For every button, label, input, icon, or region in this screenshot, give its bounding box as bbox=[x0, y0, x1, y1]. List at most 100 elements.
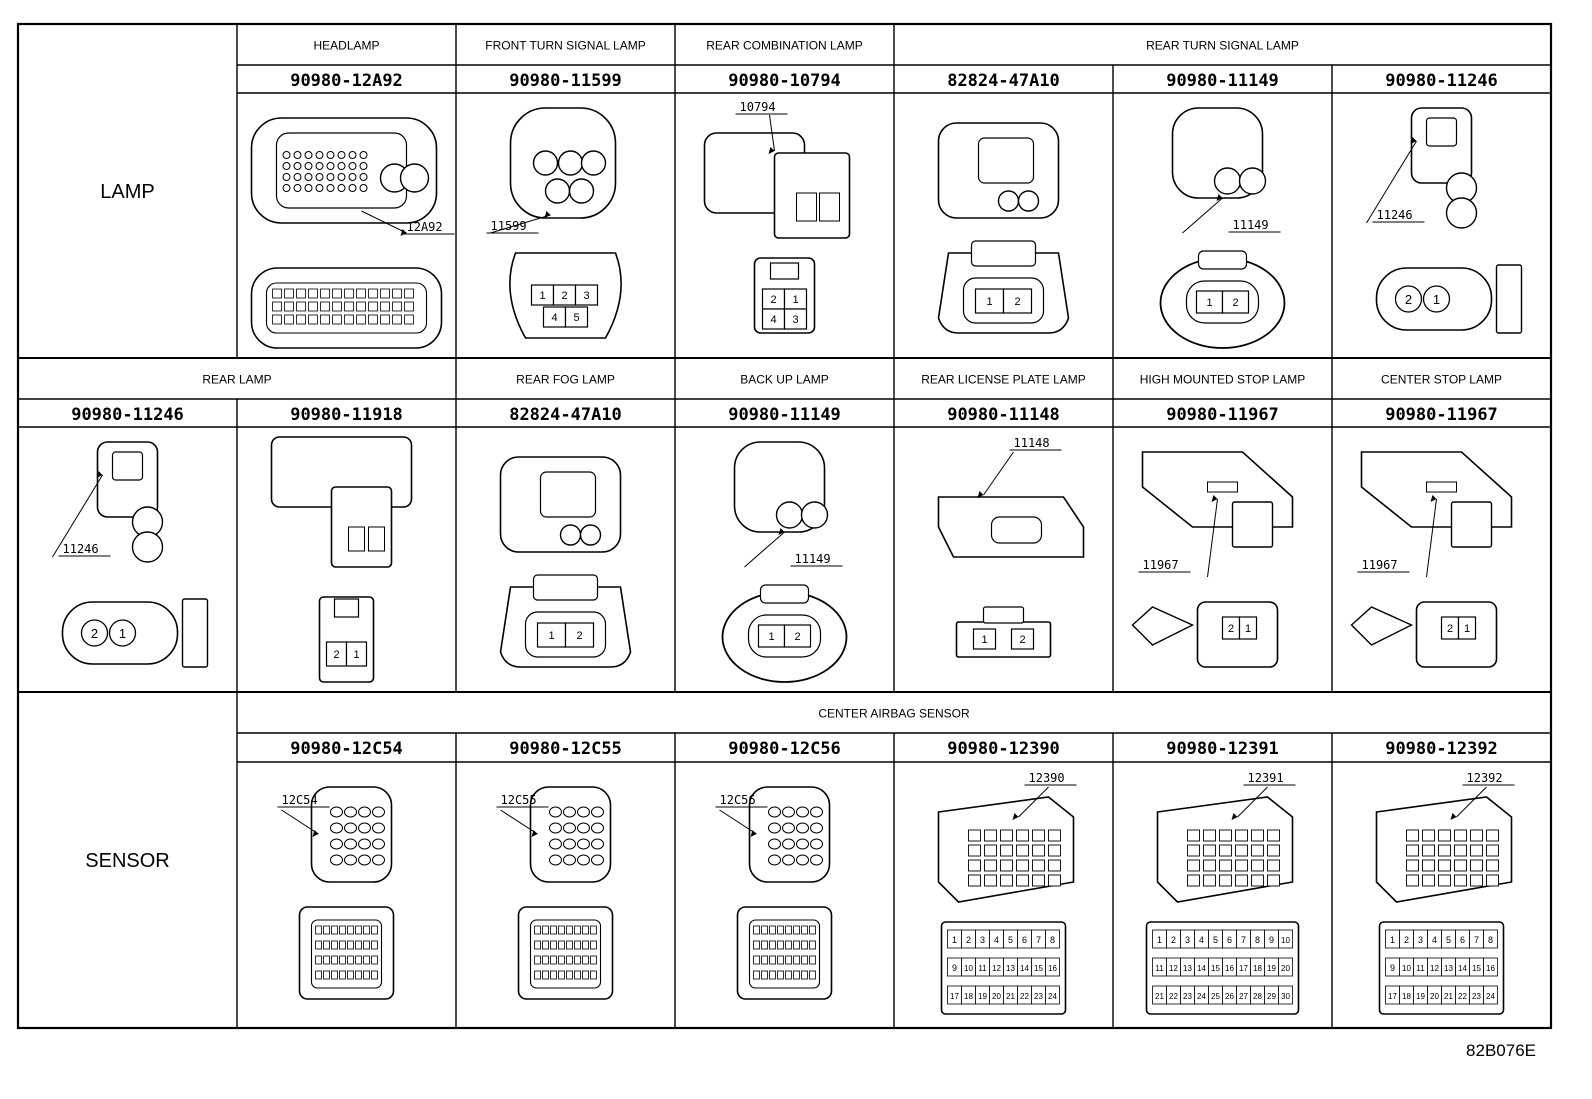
part-number: 82824-47A10 bbox=[509, 405, 622, 425]
pin-number: 1 bbox=[981, 634, 987, 646]
pin-number: 1 bbox=[1433, 292, 1440, 307]
pin-number: 15 bbox=[1472, 964, 1481, 973]
part-number: 90980-11149 bbox=[1166, 71, 1279, 91]
part-number: 90980-11246 bbox=[1385, 71, 1498, 91]
pin-number: 23 bbox=[1183, 992, 1192, 1001]
pin-number: 7 bbox=[1474, 935, 1479, 945]
pin-number: 4 bbox=[770, 314, 776, 326]
pin-number: 1 bbox=[1390, 935, 1395, 945]
pin-number: 13 bbox=[1183, 964, 1192, 973]
pin-number: 1 bbox=[1464, 623, 1470, 635]
part-number: 90980-11149 bbox=[728, 405, 841, 425]
pin-number: 18 bbox=[1402, 992, 1411, 1001]
pin-number: 5 bbox=[1446, 935, 1451, 945]
pin-number: 11 bbox=[1416, 964, 1425, 973]
pin-number: 3 bbox=[1185, 935, 1190, 945]
pin-number: 23 bbox=[1472, 992, 1481, 1001]
pin-number: 29 bbox=[1267, 992, 1276, 1001]
part-number: 90980-12A92 bbox=[290, 71, 403, 91]
callout-label: 11148 bbox=[1014, 436, 1050, 450]
pin-number: 2 bbox=[1171, 935, 1176, 945]
group-title: REAR LAMP bbox=[202, 373, 271, 387]
part-number: 90980-12390 bbox=[947, 739, 1060, 759]
pin-number: 14 bbox=[1458, 964, 1467, 973]
callout-label: 10794 bbox=[740, 100, 776, 114]
pin-number: 11 bbox=[978, 964, 987, 973]
pin-number: 10 bbox=[1281, 936, 1290, 945]
group-title: CENTER STOP LAMP bbox=[1381, 373, 1502, 387]
pin-number: 18 bbox=[1253, 964, 1262, 973]
part-number: 90980-12C55 bbox=[509, 739, 622, 759]
pin-number: 11 bbox=[1155, 964, 1164, 973]
pin-number: 15 bbox=[1034, 964, 1043, 973]
pin-number: 2 bbox=[1404, 935, 1409, 945]
group-title: BACK UP LAMP bbox=[740, 373, 828, 387]
group-title: HIGH MOUNTED STOP LAMP bbox=[1140, 373, 1306, 387]
callout-label: 12390 bbox=[1029, 771, 1065, 785]
pin-number: 5 bbox=[573, 312, 579, 324]
diagram-id: 82B076E bbox=[1466, 1041, 1536, 1060]
pin-number: 2 bbox=[1447, 623, 1453, 635]
pin-number: 17 bbox=[1239, 964, 1248, 973]
pin-number: 20 bbox=[1281, 964, 1290, 973]
pin-number: 28 bbox=[1253, 992, 1262, 1001]
callout-label: 12C55 bbox=[501, 793, 537, 807]
pin-number: 8 bbox=[1050, 935, 1055, 945]
callout-label: 11967 bbox=[1143, 558, 1179, 572]
pin-number: 2 bbox=[770, 294, 776, 306]
part-number: 90980-11967 bbox=[1385, 405, 1498, 425]
pin-number: 12 bbox=[1169, 964, 1178, 973]
pin-number: 25 bbox=[1211, 992, 1220, 1001]
callout-label: 11246 bbox=[63, 542, 99, 556]
part-number: 90980-12C54 bbox=[290, 739, 403, 759]
group-title: FRONT TURN SIGNAL LAMP bbox=[485, 39, 645, 53]
pin-number: 5 bbox=[1213, 935, 1218, 945]
pin-number: 2 bbox=[1228, 623, 1234, 635]
callout-label: 12391 bbox=[1248, 771, 1284, 785]
pin-number: 7 bbox=[1241, 935, 1246, 945]
pin-number: 2 bbox=[576, 630, 582, 642]
table-frame bbox=[16, 22, 1553, 1030]
callout-label: 11246 bbox=[1377, 208, 1413, 222]
pin-number: 1 bbox=[119, 626, 126, 641]
part-number: 90980-11599 bbox=[509, 71, 622, 91]
pin-number: 2 bbox=[561, 290, 567, 302]
callout-label: 11599 bbox=[491, 219, 527, 233]
pin-number: 8 bbox=[1255, 935, 1260, 945]
pin-number: 9 bbox=[1269, 935, 1274, 945]
group-title: REAR TURN SIGNAL LAMP bbox=[1146, 39, 1299, 53]
pin-number: 8 bbox=[1488, 935, 1493, 945]
group-title: HEADLAMP bbox=[313, 39, 379, 53]
pin-number: 4 bbox=[994, 935, 999, 945]
connector-drawing-airbag-round: 12C56 bbox=[715, 786, 833, 1000]
pin-number: 9 bbox=[952, 963, 957, 973]
pin-number: 3 bbox=[980, 935, 985, 945]
pin-number: 22 bbox=[1020, 992, 1029, 1001]
pin-number: 6 bbox=[1022, 935, 1027, 945]
pin-number: 1 bbox=[1157, 935, 1162, 945]
pin-number: 12 bbox=[992, 964, 1001, 973]
pin-number: 5 bbox=[1008, 935, 1013, 945]
group-title: REAR COMBINATION LAMP bbox=[706, 39, 862, 53]
part-number: 90980-11918 bbox=[290, 405, 403, 425]
pin-number: 22 bbox=[1458, 992, 1467, 1001]
pin-number: 16 bbox=[1486, 964, 1495, 973]
group-title: REAR FOG LAMP bbox=[516, 373, 615, 387]
pin-number: 19 bbox=[1416, 992, 1425, 1001]
pin-number: 24 bbox=[1048, 992, 1057, 1001]
pin-number: 24 bbox=[1197, 992, 1206, 1001]
